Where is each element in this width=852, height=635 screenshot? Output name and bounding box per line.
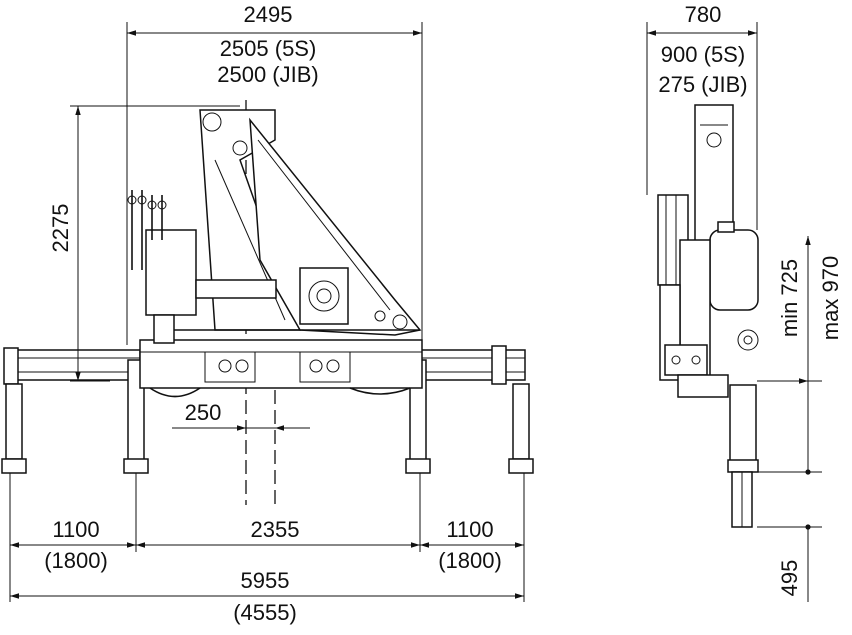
crane-boom [160,117,422,336]
winch-box [299,267,349,325]
dim-base-width: 2355 [251,517,300,542]
side-tank [709,229,759,311]
dim-offset: 250 [185,400,222,425]
dim-side-width-jib: 275 (JIB) [658,72,747,97]
crane-base [139,339,423,398]
dim-height: 2275 [48,204,73,253]
front-view: 2495 2505 (5S) 2500 (JIB) 2275 250 1100 … [1,2,534,625]
side-base [664,344,708,376]
dim-stroke: 495 [777,560,802,597]
side-leg [729,384,757,466]
dim-outrigger-right-ext: (1800) [438,548,502,573]
dim-outrigger-right: 1100 [446,517,493,542]
left-outrigger [1,347,149,474]
dim-top-width: 2495 [244,2,293,27]
dim-side-width-5s: 900 (5S) [661,42,745,67]
dim-side-width: 780 [685,2,722,27]
dim-total-width-alt: (4555) [233,600,297,625]
dim-point-low [805,524,811,530]
dim-outrigger-left: 1100 [52,517,99,542]
side-view: 780 900 (5S) 275 (JIB) min 725 max 970 4… [646,2,843,602]
dim-total-width: 5955 [241,568,290,593]
dim-top-width-jib: 2500 (JIB) [217,62,319,87]
dim-outrigger-left-ext: (1800) [44,548,108,573]
control-valves [127,190,277,344]
dim-top-width-5s: 2505 (5S) [220,36,317,61]
side-wheel [737,329,759,351]
dim-min-height: min 725 [777,259,802,337]
dim-point-mid [805,469,811,475]
right-outrigger [405,345,534,474]
dim-max-height: max 970 [818,256,843,340]
